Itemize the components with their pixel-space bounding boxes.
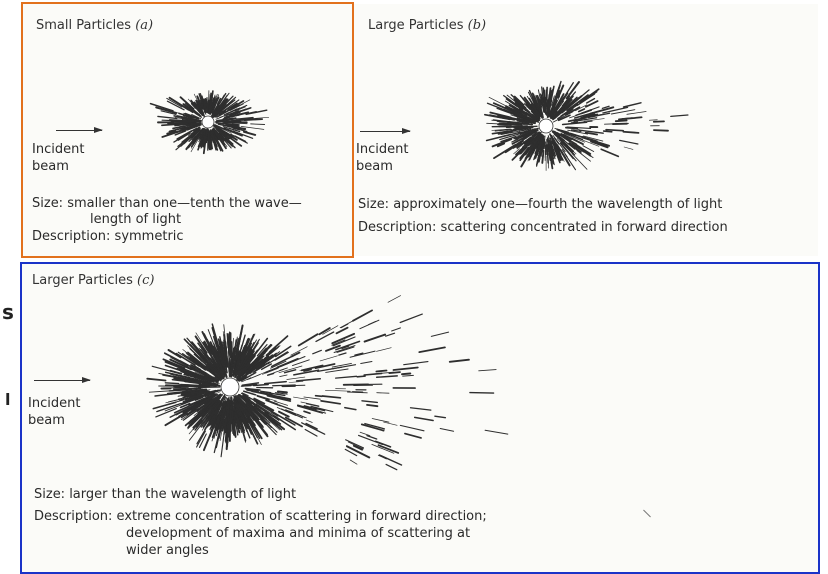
scattering-pattern-b bbox=[442, 54, 812, 194]
panel-a-title: Small Particles (a) bbox=[36, 18, 153, 33]
size-text-a: Size: smaller than one—tenth the wave— bbox=[32, 196, 302, 212]
scattering-pattern-c bbox=[102, 293, 792, 483]
size-text-b: Size: approximately one—fourth the wavel… bbox=[358, 197, 722, 213]
panel-small-particles: Small Particles (a) Incident beam Size: … bbox=[22, 4, 352, 256]
panel-b-title: Large Particles (b) bbox=[368, 18, 486, 33]
panel-large-particles: Large Particles (b) Incident beam Size: … bbox=[352, 4, 818, 256]
size-text-c: Size: larger than the wavelength of ligh… bbox=[34, 487, 296, 503]
incident-beam-arrow-b bbox=[360, 131, 410, 132]
incident-label-c: Incident bbox=[28, 396, 80, 412]
edge-fragment-bottom: l bbox=[5, 390, 10, 409]
incident-beam-arrow-a bbox=[56, 130, 102, 131]
incident-label-a: Incident bbox=[32, 142, 84, 158]
incident-beam-arrow-c bbox=[34, 380, 90, 381]
beam-label-a: beam bbox=[32, 159, 69, 175]
beam-label-c: beam bbox=[28, 413, 65, 429]
panel-c-label: (c) bbox=[137, 273, 154, 288]
panel-b-label: (b) bbox=[468, 18, 486, 33]
panel-larger-particles: Larger Particles (c) Incident beam Size:… bbox=[22, 263, 818, 572]
beam-label-b: beam bbox=[356, 159, 393, 175]
description-text-c-cont1: development of maxima and minima of scat… bbox=[126, 526, 470, 542]
edge-fragment-top: s bbox=[2, 300, 14, 324]
description-text-c: Description: extreme concentration of sc… bbox=[34, 509, 487, 525]
panel-b-title-text: Large Particles bbox=[368, 18, 464, 33]
panel-c-title-text: Larger Particles bbox=[32, 273, 133, 288]
description-text-b: Description: scattering concentrated in … bbox=[358, 220, 728, 236]
panel-a-label: (a) bbox=[135, 18, 153, 33]
incident-label-b: Incident bbox=[356, 142, 408, 158]
description-text-c-cont2: wider angles bbox=[126, 543, 209, 559]
panel-a-title-text: Small Particles bbox=[36, 18, 131, 33]
scattering-pattern-a bbox=[108, 64, 298, 184]
panel-c-title: Larger Particles (c) bbox=[32, 273, 154, 288]
size-text-a-cont: length of light bbox=[90, 212, 181, 228]
description-text-a: Description: symmetric bbox=[32, 229, 184, 245]
stray-mark bbox=[643, 510, 651, 518]
